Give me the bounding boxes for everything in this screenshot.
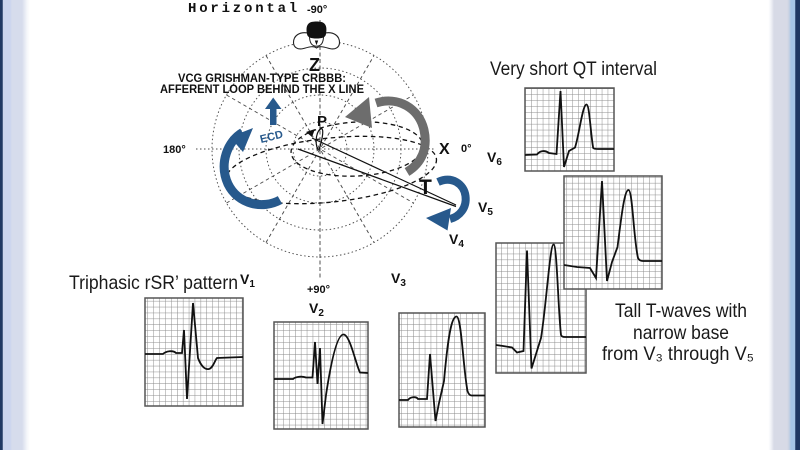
svg-text:V2: V2 — [309, 300, 324, 319]
svg-text:Triphasic rSR’ pattern: Triphasic rSR’ pattern — [69, 272, 238, 294]
svg-text:T: T — [419, 176, 432, 199]
svg-text:P: P — [317, 113, 327, 130]
svg-text:-90°: -90° — [307, 4, 327, 16]
svg-text:X: X — [439, 141, 450, 158]
svg-text:Z: Z — [309, 55, 320, 75]
svg-text:+90°: +90° — [307, 284, 330, 296]
svg-text:Tall T-waves with: Tall T-waves with — [615, 300, 747, 322]
svg-text:Horizontal: Horizontal — [188, 1, 300, 17]
svg-text:V1: V1 — [240, 271, 255, 290]
svg-text:V4: V4 — [449, 231, 464, 250]
svg-text:180°: 180° — [163, 144, 186, 156]
svg-text:V3: V3 — [391, 270, 406, 289]
svg-text:AFFERENT LOOP BEHIND THE X LIN: AFFERENT LOOP BEHIND THE X LINE — [160, 84, 364, 96]
svg-text:V5: V5 — [478, 199, 493, 218]
svg-text:VCG GRISHMAN-TYPE CRBBB:: VCG GRISHMAN-TYPE CRBBB: — [178, 73, 346, 85]
svg-text:narrow base: narrow base — [633, 322, 729, 344]
svg-text:from V₃ through V₅: from V₃ through V₅ — [602, 343, 754, 365]
svg-text:ECD: ECD — [259, 129, 284, 146]
svg-text:0°: 0° — [461, 143, 472, 155]
svg-text:V6: V6 — [487, 149, 502, 168]
svg-text:Very short QT interval: Very short QT interval — [490, 58, 657, 80]
